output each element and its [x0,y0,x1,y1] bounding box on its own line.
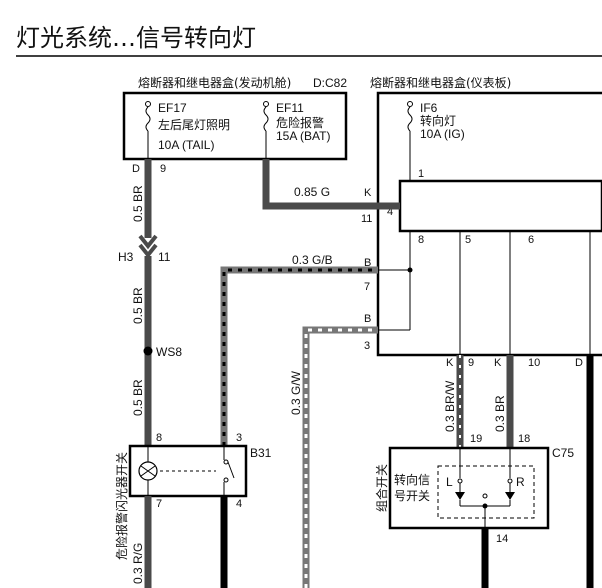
engine-pin-d: D [132,163,140,175]
wire-label-03brw: 0.3 BR/W [443,380,457,432]
fuse-if6-id: IF6 [420,101,438,115]
panel-box-label: 熔断器和继电器盒(仪表板) [370,75,511,90]
panel-fuse-box [376,91,602,357]
panel-pin-9-bottom: 9 [468,357,474,369]
hazard-switch-label: 危险报警闪光器开关 [114,452,129,560]
wire-085g [262,159,400,210]
fuse-if6-icon [407,101,413,181]
panel-pin-10: 10 [528,357,540,369]
turn-l: L [446,475,453,489]
turn-pin-19: 19 [470,433,482,445]
panel-pin-d-bottom: D [575,357,583,369]
panel-pin-6: 6 [528,234,534,246]
wire-label-05br-top: 0.5 BR [131,185,145,222]
panel-pin-4: 4 [387,206,393,218]
hazard-pin-3: 3 [236,432,242,444]
panel-pin-b2: B [364,313,371,325]
panel-pin-b1: B [364,257,371,269]
fuse-ef11-desc: 危险报警 [276,115,324,130]
fuse-if6-desc: 转向灯 [420,113,456,128]
panel-pin-k-bottom-2: K [494,357,502,369]
turn-switch-inner [437,465,535,519]
hazard-switch-contact-icon [160,446,235,496]
hazard-switch-box [128,444,248,498]
fuse-ef17-rating: 10A (TAIL) [158,138,214,152]
turn-switch-label-line1: 转向信 [394,472,430,487]
fuse-ef17-desc: 左后尾灯照明 [158,117,230,132]
engine-fuse-box [122,91,348,161]
fuse-ef11-rating: 15A (BAT) [276,129,330,143]
panel-pin-1: 1 [418,168,424,180]
combination-switch-label: 组合开关 [374,464,389,512]
wire-label-03br: 0.3 BR [493,395,507,432]
engine-box-label: 熔断器和继电器盒(发动机舱) [138,75,291,90]
fuse-ef11-icon [263,101,269,159]
panel-pin-8: 8 [418,234,424,246]
connector-h3: H3 [118,250,134,264]
turn-pin-18: 18 [518,433,530,445]
connector-h3-pin: 11 [158,250,171,264]
combination-switch-box [388,446,550,530]
wire-label-03gw: 0.3 G/W [289,370,303,415]
hazard-lamp-icon [138,446,158,496]
panel-pin-k-left: K [364,187,372,199]
panel-pin-11-left: 11 [361,213,372,225]
engine-pin-9: 9 [160,163,166,175]
wire-label-05br-low: 0.5 BR [131,379,145,416]
engine-box-connector: D:C82 [313,76,347,90]
wire-03gw-stripe [304,328,378,588]
hazard-pin-4: 4 [236,498,242,510]
fuse-ef17-icon [145,101,151,159]
panel-pin-3: 3 [364,340,370,352]
page-title: 灯光系统…信号转向灯 [16,24,256,52]
connector-h3-chevron-icon [138,234,158,259]
fuse-if6-rating: 10A (IG) [420,127,465,141]
turn-connector: C75 [552,446,574,460]
turn-r: R [516,475,525,489]
wire-03gw [302,326,378,588]
panel-pin-7: 7 [364,281,370,293]
hazard-connector: B31 [250,446,272,460]
fuse-ef11-id: EF11 [276,101,304,115]
panel-pin-5: 5 [465,234,471,246]
turn-pin-14: 14 [496,533,508,545]
panel-pin-k-bottom-1: K [446,357,454,369]
junction-dot [407,267,413,273]
wire-label-03rg: 0.3 R/G [131,543,145,584]
fuse-ef17-id: EF17 [158,101,187,115]
wire-label-03gb: 0.3 G/B [292,253,333,267]
wire-03gb [220,266,378,446]
wire-label-085g: 0.85 G [294,185,330,199]
flasher-relay [398,179,602,233]
splice-ws8-label: WS8 [156,345,182,359]
turn-switch-label-line2: 号开关 [394,489,430,503]
hazard-pin-7: 7 [156,498,162,510]
wire-label-05br-mid: 0.5 BR [131,287,145,324]
splice-ws8 [143,346,153,356]
turn-switch-contacts-icon [455,448,515,528]
hazard-pin-8: 8 [156,432,162,444]
wire-03gb-stripe [222,268,378,446]
